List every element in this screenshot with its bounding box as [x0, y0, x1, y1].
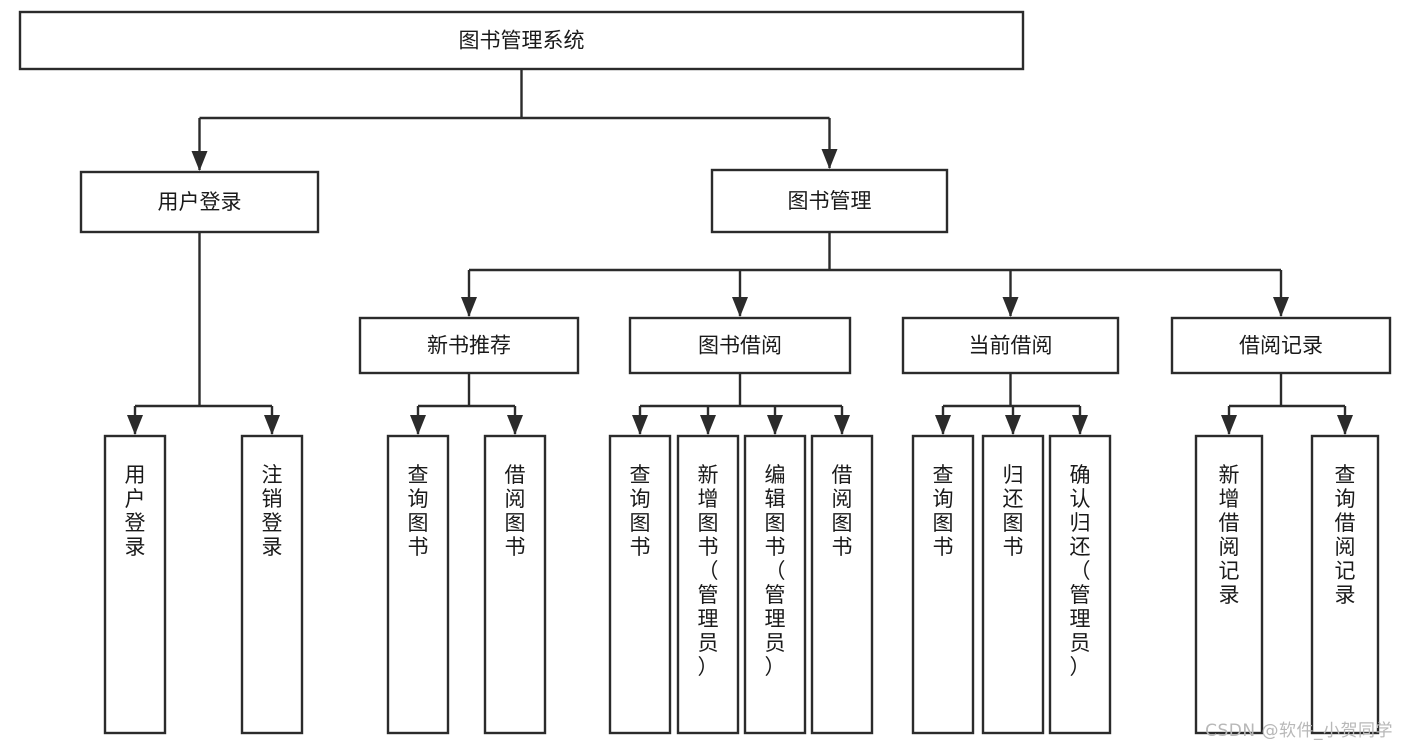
node-level2-3-box[interactable]	[1170, 316, 1392, 375]
node-leaf-9-box[interactable]	[981, 434, 1045, 735]
node-leaf-11-box[interactable]	[1194, 434, 1264, 735]
arrow-head-icon	[732, 297, 748, 317]
arrow-head-icon	[1337, 415, 1353, 435]
node-level2-0-box[interactable]	[358, 316, 580, 375]
node-level2-1-label: 图书借阅	[698, 334, 782, 358]
node-leaf-0-label: 用户登录	[125, 463, 146, 559]
node-leaf-10-label: 确认归还（管理员）	[1070, 463, 1091, 679]
node-level1-1-label: 图书管理	[788, 189, 872, 213]
node-level1-0[interactable]: 用户登录	[79, 170, 320, 234]
node-leaf-4-label: 查询图书	[630, 463, 651, 559]
csdn-watermark: CSDN @软件_小贺同学	[1205, 721, 1393, 741]
node-leaf-1-box[interactable]	[240, 434, 304, 735]
node-leaf-7[interactable]: 借阅图书	[810, 434, 874, 735]
node-leaf-6-box[interactable]	[743, 434, 807, 735]
node-leaf-12-box[interactable]	[1310, 434, 1380, 735]
node-leaf-1-label: 注销登录	[262, 463, 283, 559]
node-leaf-2-box[interactable]	[386, 434, 450, 735]
node-leaf-2-label: 查询图书	[408, 463, 429, 559]
arrow-head-icon	[935, 415, 951, 435]
node-level2-0[interactable]: 新书推荐	[358, 316, 580, 375]
arrow-head-icon	[127, 415, 143, 435]
node-layer: 图书管理系统用户登录图书管理新书推荐图书借阅当前借阅借阅记录用户登录注销登录查询…	[18, 10, 1392, 735]
arrow-head-icon	[821, 149, 838, 169]
node-leaf-9-label: 归还图书	[1003, 463, 1024, 559]
arrow-head-icon	[1072, 415, 1088, 435]
arrow-head-icon	[1002, 297, 1019, 317]
node-leaf-0-box[interactable]	[103, 434, 167, 735]
node-level1-0-box[interactable]	[79, 170, 320, 234]
arrow-head-icon	[632, 415, 648, 435]
node-level2-2-box[interactable]	[901, 316, 1120, 375]
node-leaf-11[interactable]: 新增借阅记录	[1194, 434, 1264, 735]
node-leaf-11-label: 新增借阅记录	[1219, 463, 1240, 607]
arrow-head-icon	[1273, 297, 1289, 317]
node-leaf-2[interactable]: 查询图书	[386, 434, 450, 735]
arrow-head-icon	[461, 297, 477, 317]
arrow-head-icon	[410, 415, 426, 435]
arrow-head-icon	[700, 415, 716, 435]
node-root-system-box[interactable]	[18, 10, 1025, 71]
node-leaf-5[interactable]: 新增图书（管理员）	[676, 434, 740, 735]
arrow-head-icon	[507, 415, 523, 435]
node-leaf-4[interactable]: 查询图书	[608, 434, 672, 735]
node-root-system-label: 图书管理系统	[459, 29, 585, 53]
connector-layer	[127, 69, 1353, 435]
node-leaf-5-label: 新增图书（管理员）	[698, 463, 719, 679]
node-leaf-0[interactable]: 用户登录	[103, 434, 167, 735]
node-level2-2[interactable]: 当前借阅	[901, 316, 1120, 375]
node-leaf-3-label: 借阅图书	[505, 463, 526, 559]
node-level2-0-label: 新书推荐	[427, 334, 511, 358]
node-leaf-8[interactable]: 查询图书	[911, 434, 975, 735]
node-leaf-8-label: 查询图书	[933, 463, 954, 559]
arrow-head-icon	[834, 415, 850, 435]
node-leaf-5-box[interactable]	[676, 434, 740, 735]
node-level2-1[interactable]: 图书借阅	[628, 316, 852, 375]
arrow-head-icon	[264, 415, 280, 435]
node-root-system[interactable]: 图书管理系统	[18, 10, 1025, 71]
node-leaf-1[interactable]: 注销登录	[240, 434, 304, 735]
arrow-head-icon	[767, 415, 783, 435]
node-level2-1-box[interactable]	[628, 316, 852, 375]
node-leaf-6-label: 编辑图书（管理员）	[765, 463, 786, 679]
node-leaf-6[interactable]: 编辑图书（管理员）	[743, 434, 807, 735]
node-leaf-3-box[interactable]	[483, 434, 547, 735]
arrow-head-icon	[191, 151, 208, 171]
node-level2-3-label: 借阅记录	[1239, 334, 1323, 358]
node-level1-1-box[interactable]	[710, 168, 949, 234]
arrow-head-icon	[1221, 415, 1237, 435]
node-level1-0-label: 用户登录	[158, 190, 242, 214]
node-leaf-9[interactable]: 归还图书	[981, 434, 1045, 735]
arrow-head-icon	[1005, 415, 1021, 435]
node-leaf-10[interactable]: 确认归还（管理员）	[1048, 434, 1112, 735]
node-leaf-8-box[interactable]	[911, 434, 975, 735]
node-leaf-7-label: 借阅图书	[832, 463, 853, 559]
node-leaf-12-label: 查询借阅记录	[1335, 463, 1356, 607]
node-leaf-12[interactable]: 查询借阅记录	[1310, 434, 1380, 735]
node-leaf-3[interactable]: 借阅图书	[483, 434, 547, 735]
node-level1-1[interactable]: 图书管理	[710, 168, 949, 234]
node-leaf-7-box[interactable]	[810, 434, 874, 735]
node-level2-2-label: 当前借阅	[969, 334, 1053, 358]
node-level2-3[interactable]: 借阅记录	[1170, 316, 1392, 375]
node-leaf-4-box[interactable]	[608, 434, 672, 735]
node-leaf-10-box[interactable]	[1048, 434, 1112, 735]
